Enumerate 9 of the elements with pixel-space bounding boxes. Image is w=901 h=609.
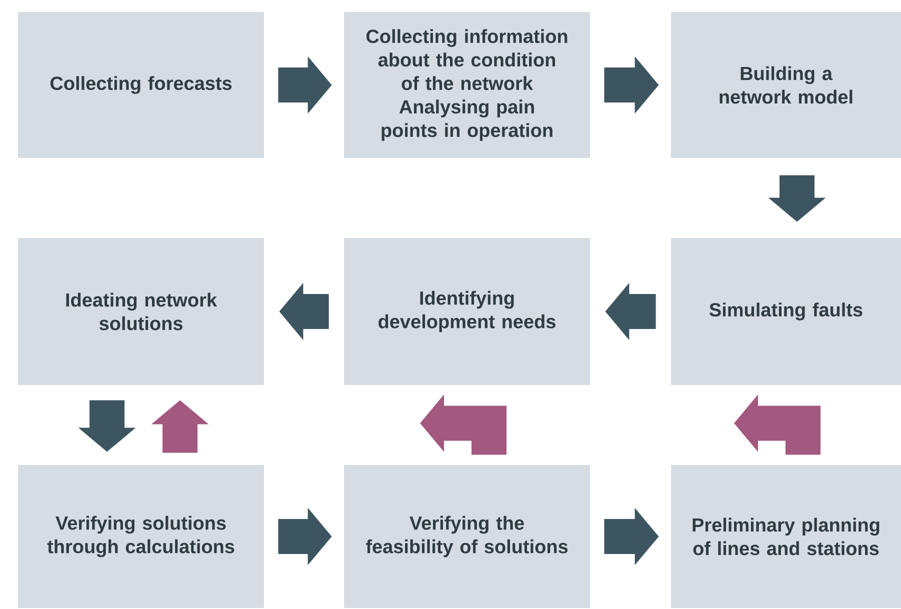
process-box: Ideating network solutions: [18, 238, 264, 385]
process-box: Simulating faults: [671, 238, 901, 385]
process-box: Collecting information about the condition of the network Analysing pain points in operation: [344, 12, 590, 158]
process-box: Verifying the feasibility of solutions: [344, 465, 590, 608]
process-box: Preliminary planning of lines and stations: [671, 465, 901, 608]
process-box: Collecting forecasts: [18, 12, 264, 158]
process-box: Verifying solutions through calculations: [18, 465, 264, 608]
process-box: Building a network model: [671, 12, 901, 158]
process-box: Identifying development needs: [344, 238, 590, 385]
